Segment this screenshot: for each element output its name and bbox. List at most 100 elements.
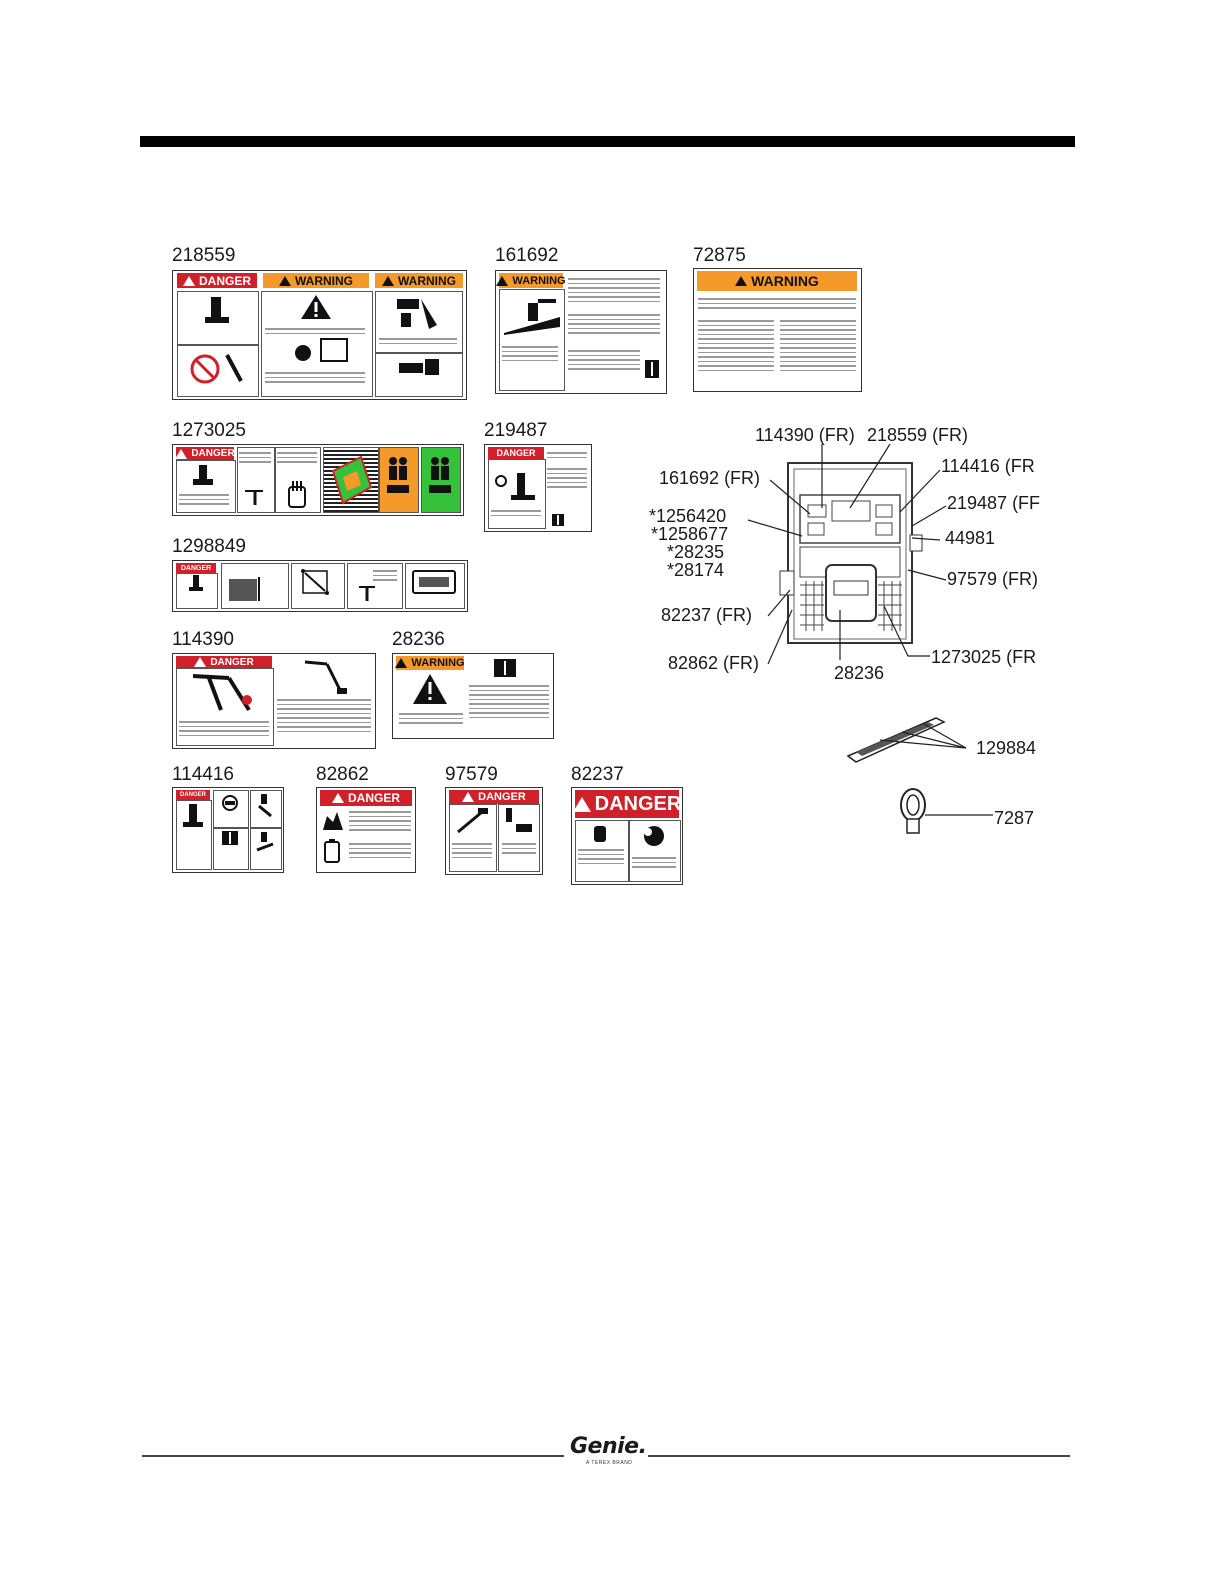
danger-header: DANGER — [320, 790, 412, 806]
seatbelt-icon — [222, 795, 238, 811]
danger-header: DANGER — [449, 790, 539, 804]
diagram-label: 218559 (FR) — [867, 425, 969, 445]
diagram-label: 114390 (FR) — [755, 425, 855, 445]
crush-icon — [183, 804, 203, 827]
fall-icon — [256, 832, 274, 852]
warning-header: WARNING — [697, 271, 857, 291]
warning-header: WARNING — [375, 273, 463, 288]
danger-header: DANGER — [572, 790, 681, 818]
decal-label-114416: 114416 — [172, 764, 234, 785]
decal-219487: DANGER — [484, 444, 592, 532]
occupants-icon — [429, 457, 451, 493]
prohibited-icon — [190, 354, 243, 384]
platform-diagram — [779, 462, 923, 644]
operator-icon — [205, 297, 229, 323]
genie-logo: Genie. — [570, 1434, 647, 1459]
hand-icon — [288, 481, 306, 508]
footer-rule-right — [648, 1455, 1070, 1457]
leader-lines — [747, 443, 947, 665]
diagram-label: *28235 — [667, 542, 725, 562]
manual-icon — [494, 659, 516, 677]
diagram-label: *1258677 — [651, 524, 729, 544]
hand-icon — [399, 359, 439, 375]
climbing-icon — [258, 794, 272, 818]
diagram-label: *28174 — [667, 560, 725, 580]
diagram-label: 82862 (FR) — [668, 653, 760, 673]
decal-label-218559: 218559 — [172, 245, 236, 266]
wind-icon — [245, 490, 263, 505]
diagram-label: 129884 — [976, 738, 1037, 758]
decal-72875: WARNING — [693, 268, 862, 392]
danger-header: DANGER — [177, 273, 257, 288]
slope-icon — [301, 569, 329, 595]
warning-header: WARNING — [263, 273, 369, 288]
decal-218559: DANGER WARNING WARNING — [172, 270, 467, 400]
electrocution-icon — [495, 473, 535, 500]
rail-part-drawing — [846, 717, 967, 763]
decal-114390: DANGER — [172, 653, 376, 749]
diagram-label: 1273025 (FR — [931, 647, 1037, 667]
diagram-label: 114416 (FR — [941, 456, 1035, 476]
diagram-label: 82237 (FR) — [661, 605, 753, 625]
operator-icon — [189, 575, 203, 591]
decal-label-1273025: 1273025 — [172, 420, 246, 441]
manuals-icon — [412, 570, 456, 594]
danger-header: DANGER — [175, 447, 235, 460]
decal-28236: WARNING — [392, 653, 554, 739]
decal-82862: DANGER — [316, 787, 416, 873]
lanyard-anchor-drawing — [900, 788, 993, 834]
diagram-label: 28236 — [834, 663, 885, 683]
platform-capacity-icon — [331, 455, 373, 505]
diagram-label: 7287 — [994, 808, 1035, 828]
occupants-icon — [387, 457, 409, 493]
header-rule — [140, 136, 1075, 147]
battery-icon — [324, 839, 340, 863]
diagram-label: 161692 (FR) — [659, 468, 761, 488]
diagram-label: *1256420 — [649, 506, 727, 526]
genie-tagline: A TEREX BRAND — [586, 1460, 633, 1466]
pinch-icon — [506, 808, 532, 832]
diagram-label: 44981 — [945, 528, 996, 548]
decal-1298849: DANGER — [172, 560, 468, 612]
boom-icon — [304, 660, 347, 694]
decal-1273025: DANGER — [172, 444, 464, 516]
warning-header: WARNING — [496, 273, 566, 288]
decal-label-1298849: 1298849 — [172, 536, 246, 557]
footer-rule-left — [142, 1455, 564, 1457]
tipover-icon — [504, 299, 560, 335]
boom-icon — [457, 808, 488, 834]
decal-97579: DANGER — [445, 787, 543, 875]
manual-icon — [645, 360, 659, 378]
hand-icon — [594, 826, 606, 842]
decal-label-72875: 72875 — [693, 245, 746, 266]
decal-label-161692: 161692 — [495, 245, 559, 266]
decal-114416: DANGER — [172, 787, 284, 873]
danger-header: DANGER — [488, 447, 544, 459]
diagram-label: 97579 (FR) — [947, 569, 1039, 589]
decal-label-82862: 82862 — [316, 764, 369, 785]
explosion-icon — [323, 812, 343, 830]
hazard-triangle-icon — [301, 295, 331, 319]
decal-label-219487: 219487 — [484, 420, 548, 441]
decal-82237: DANGER — [571, 787, 683, 885]
decal-label-28236: 28236 — [392, 629, 445, 650]
warning-header: WARNING — [395, 656, 465, 670]
crush-icon — [397, 299, 437, 329]
decal-161692: WARNING — [495, 270, 667, 394]
manual-icon — [295, 338, 348, 362]
hazard-triangle-icon — [413, 674, 447, 704]
manual-icon — [552, 514, 564, 526]
wind-icon — [359, 586, 375, 601]
load-capacity-icon — [229, 577, 260, 601]
danger-header: DANGER — [176, 656, 272, 668]
decal-label-82237: 82237 — [571, 764, 624, 785]
operator-icon — [193, 465, 213, 485]
crush-hazard-icon — [192, 674, 252, 712]
danger-header: DANGER — [176, 790, 210, 800]
decal-label-97579: 97579 — [445, 764, 498, 785]
manual-icon — [222, 831, 238, 845]
danger-header: DANGER — [176, 563, 216, 573]
diagram-label: 219487 (FF — [947, 493, 1041, 513]
explosion-icon — [644, 826, 664, 846]
decal-label-114390: 114390 — [172, 629, 234, 650]
